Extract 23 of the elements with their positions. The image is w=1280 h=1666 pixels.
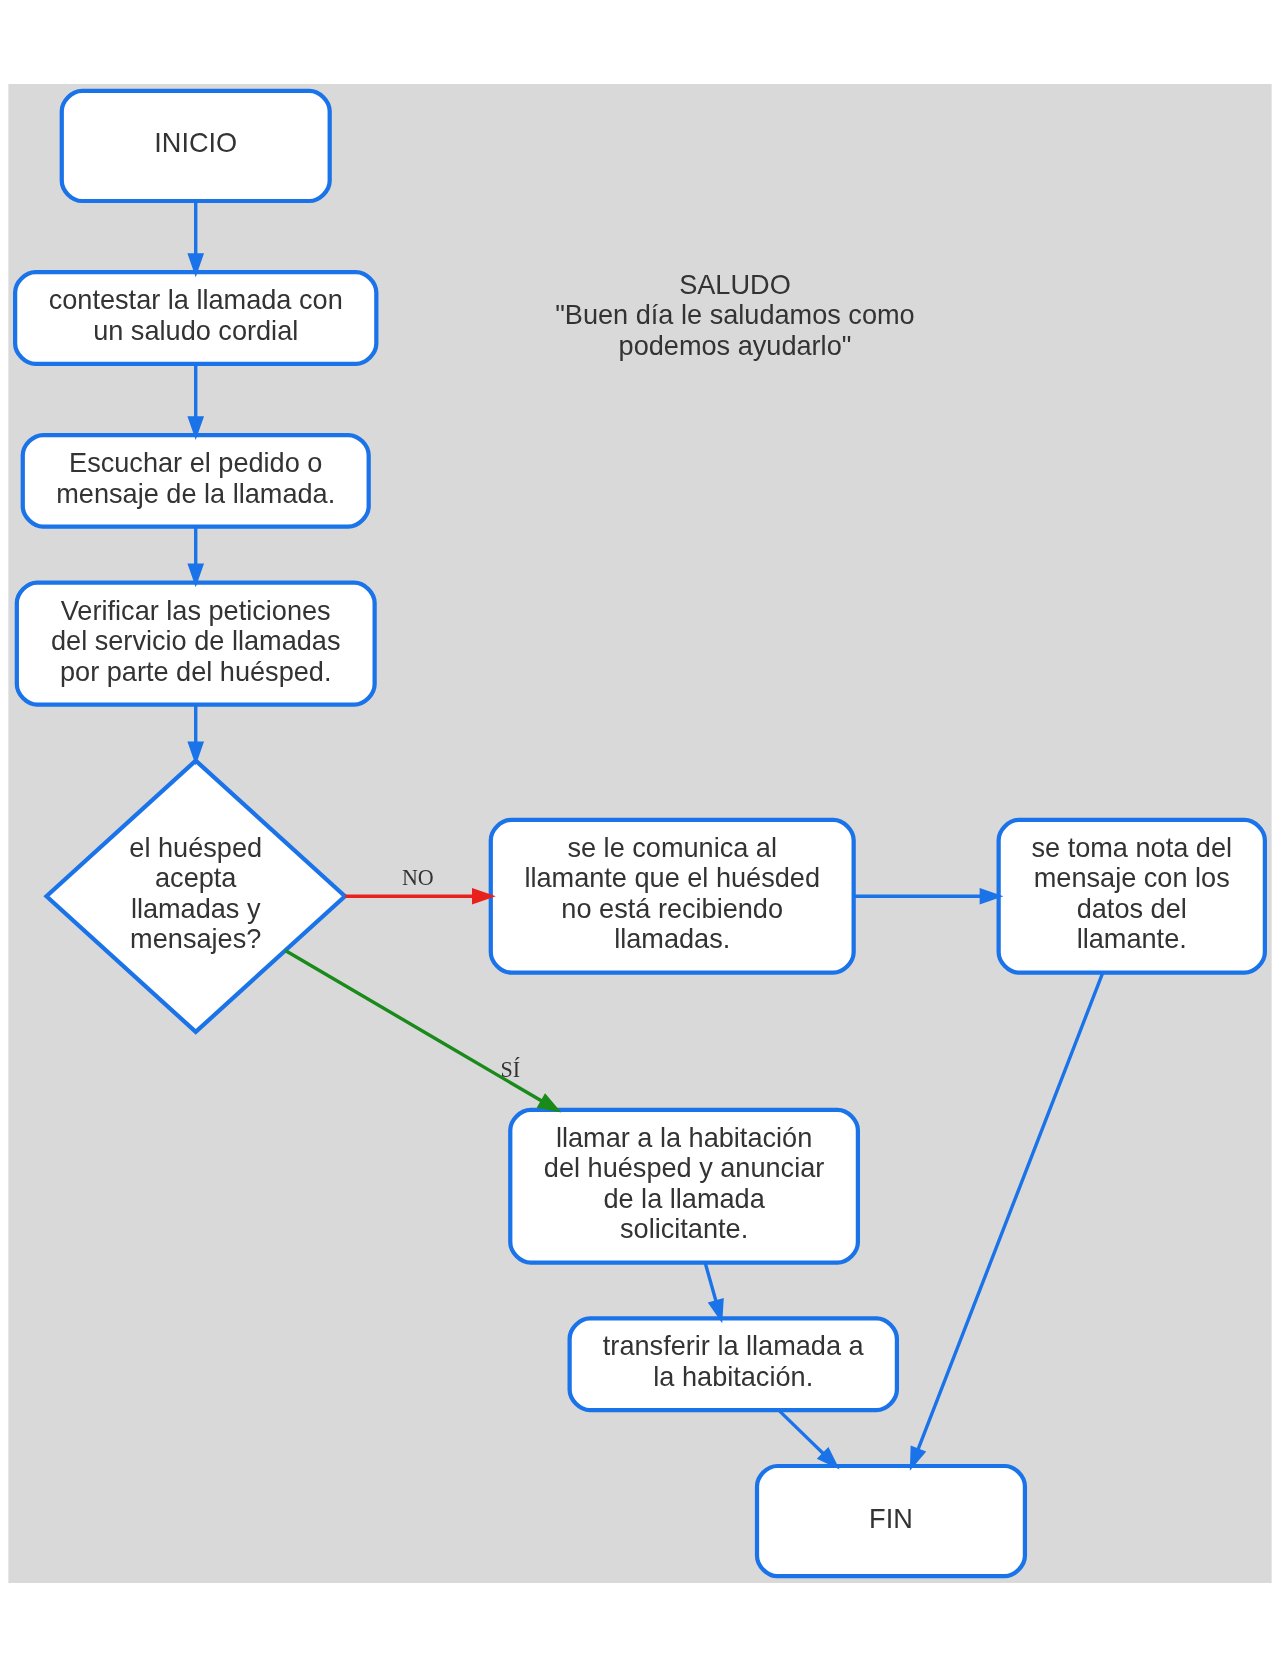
arrow <box>187 526 205 587</box>
label: "Buen día le saludamos como podemos ayudarlo" <box>555 298 915 361</box>
arrow <box>909 971 1105 1471</box>
node-diamond: el huésped acepta llamadas y mensajes? <box>43 757 349 1035</box>
arrow <box>187 200 205 277</box>
arrow <box>187 704 205 765</box>
arrow <box>187 363 205 440</box>
node-box: Verificar las peticiones del servicio de llamadas por parte del huésped. <box>14 579 377 707</box>
node-box: se le comunica al llamante que el huésded no está recibiendo llamadas. <box>488 817 856 975</box>
node-box: llamar a la habitación del huésped y anunciar de la llamada solicitante. <box>508 1107 860 1265</box>
node-box: FIN <box>754 1463 1028 1578</box>
edge-label: SÍ <box>500 1056 521 1082</box>
node-box: se toma nota del mensaje con los datos del llamante. <box>996 817 1267 975</box>
node-box: INICIO <box>59 88 332 203</box>
label: SALUDO <box>679 268 791 300</box>
node-box: Escuchar el pedido o mensaje de la llamada. <box>20 432 371 529</box>
node-box: contestar la llamada con un saludo cordial <box>13 269 379 366</box>
arrow <box>703 1262 724 1323</box>
node-box: transferir la llamada a la habitación. <box>567 1315 899 1412</box>
arrow <box>345 887 496 905</box>
arrow <box>284 948 562 1112</box>
edge-label: NO <box>401 864 434 890</box>
arrow <box>853 887 1004 905</box>
